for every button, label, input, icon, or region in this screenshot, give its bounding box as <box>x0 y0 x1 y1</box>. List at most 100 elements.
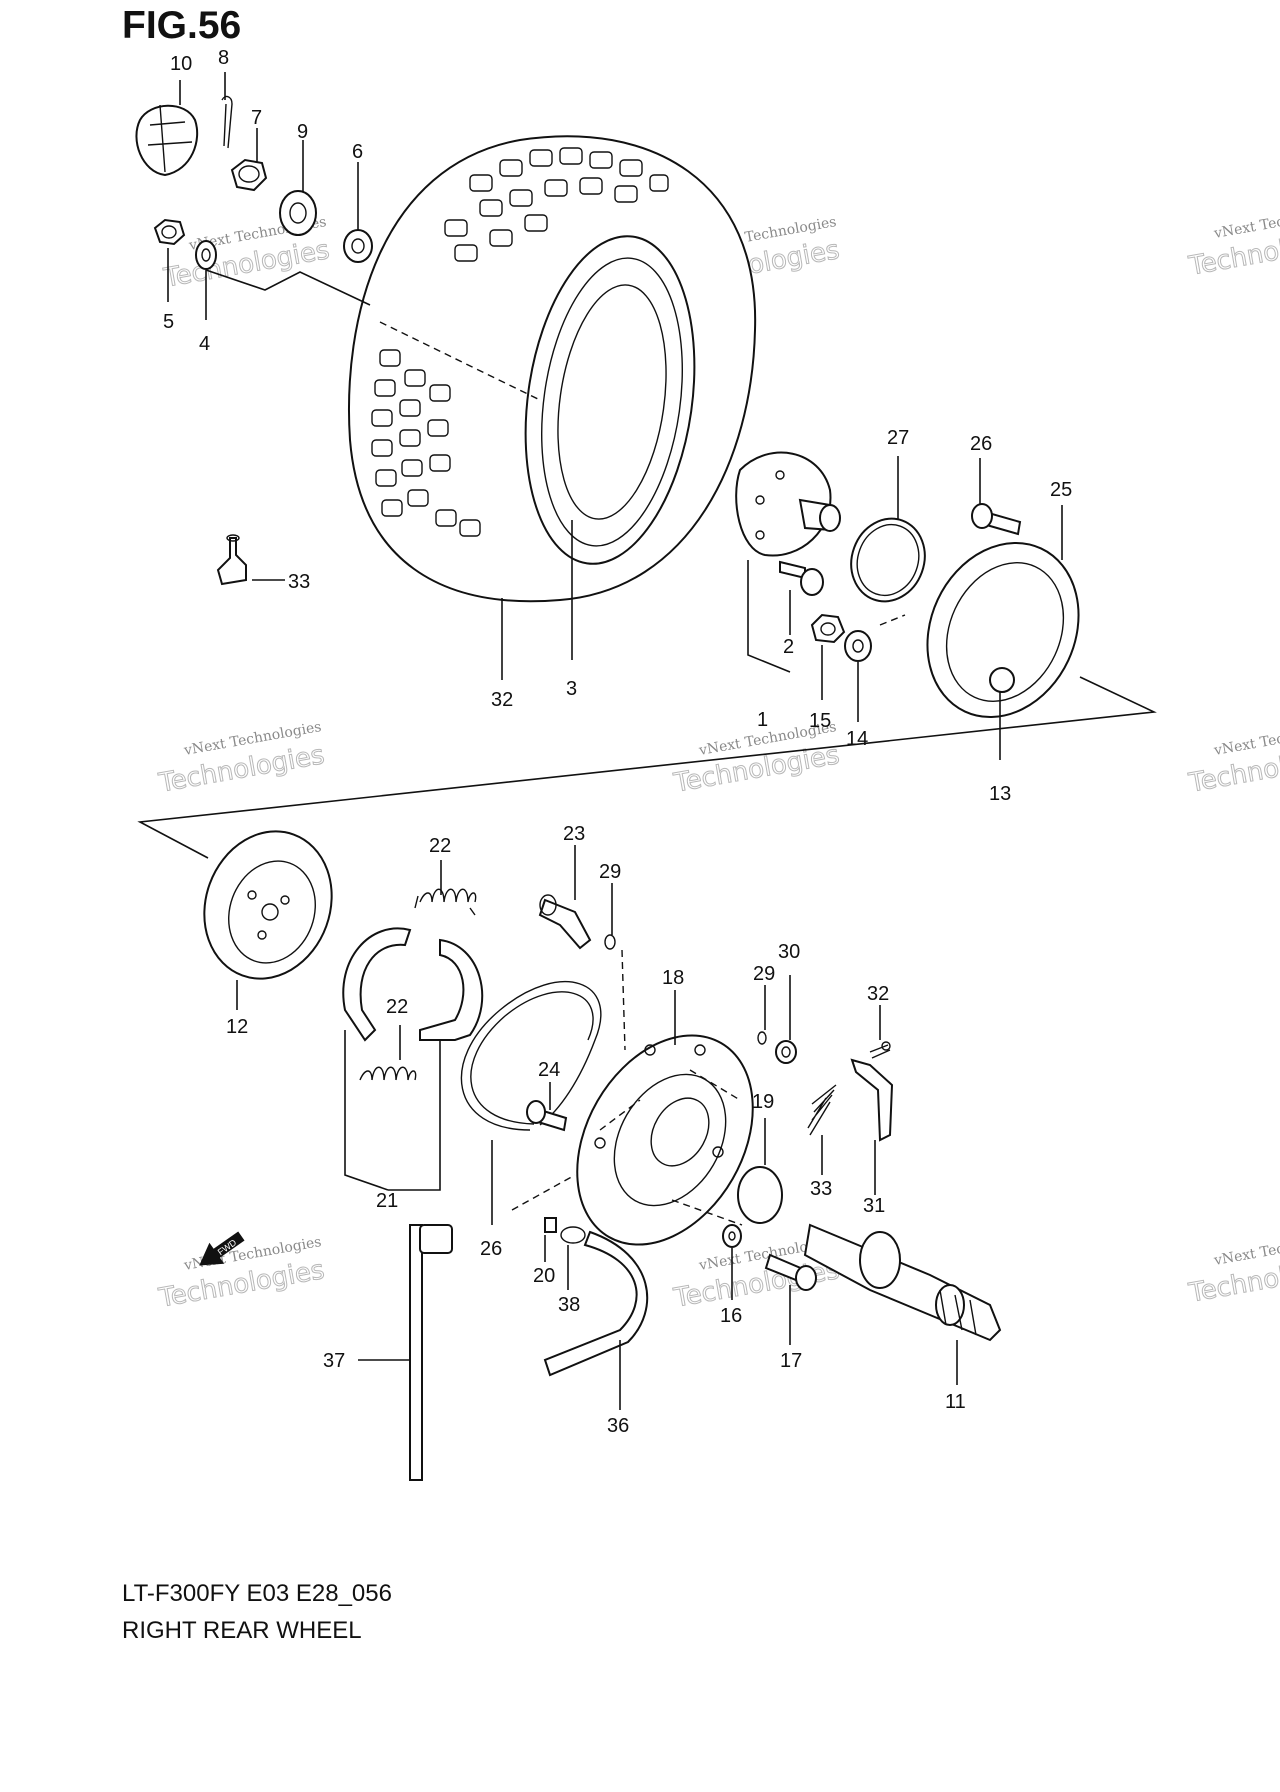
callout-34: 32 <box>491 689 513 711</box>
callout-11: 11 <box>945 1391 966 1413</box>
o-ring-part-29 <box>757 1031 767 1045</box>
callout-10: 10 <box>170 53 192 75</box>
clamp-part-38 <box>560 1226 586 1244</box>
callout-8: 8 <box>218 47 229 69</box>
assembly-dashed-line <box>621 949 626 1051</box>
bolt-part-27 <box>971 503 1022 536</box>
callout-27: 26 <box>970 433 992 455</box>
spring-part-33 <box>807 1084 837 1136</box>
callout-31: 31 <box>863 1195 885 1217</box>
leader-lines-bottom <box>236 845 958 1410</box>
diagram-caption: RIGHT REAR WHEEL <box>122 1617 362 1644</box>
brake-cam-part-23 <box>538 894 592 950</box>
watermark: vNext Technologies Technologies <box>156 719 328 799</box>
cable-tie-part-37 <box>409 1224 453 1481</box>
callout-22: 22 <box>386 996 408 1018</box>
callout-18: 18 <box>662 967 684 989</box>
callout-38: 38 <box>558 1294 580 1316</box>
watermark: vNext Technologies Technologies <box>156 1234 328 1314</box>
brake-panel-part-18 <box>576 1034 754 1246</box>
callout-29: 29 <box>753 963 775 985</box>
callout-26: 25 <box>1050 479 1072 501</box>
o-ring-part-28 <box>850 517 926 603</box>
brake-shoe-part-21 <box>342 927 484 1042</box>
watermark: vNext Technologies Technologies <box>1186 719 1280 799</box>
castle-nut-part-7 <box>230 158 268 192</box>
callout-13: 13 <box>989 783 1011 805</box>
callout-labels: 10 8 7 9 6 5 4 33 32 3 27 26 25 2 1 15 1… <box>163 47 1072 1437</box>
bolt-part-2 <box>779 560 824 596</box>
washer-part-4 <box>195 240 217 270</box>
o-ring-part-29 <box>604 934 616 950</box>
watermark-text: vNext Technologies <box>1212 202 1280 242</box>
callout-33: 33 <box>810 1178 832 1200</box>
callout-4: 4 <box>199 333 210 355</box>
callout-19: 19 <box>752 1091 774 1113</box>
washer-part-6 <box>343 229 373 263</box>
callout-5: 5 <box>163 311 174 333</box>
watermark-text: vNext Technologies <box>1212 1229 1280 1269</box>
callout-1: 1 <box>757 709 768 731</box>
circlip-part-25 <box>460 980 602 1131</box>
callout-3: 3 <box>566 678 577 700</box>
bolt-part-17 <box>764 1253 817 1291</box>
callout-17: 17 <box>780 1350 802 1372</box>
hub-part-1 <box>735 451 841 557</box>
watermark-text: vNext Technologies <box>1212 719 1280 759</box>
nut-part-15 <box>810 613 846 644</box>
washer-part-14 <box>844 630 872 662</box>
callout-30: 30 <box>778 941 800 963</box>
callout-22: 22 <box>429 835 451 857</box>
pin-part-20 <box>544 1217 557 1233</box>
hub-cap-part-10 <box>135 104 199 177</box>
brake-drum-part-12 <box>203 830 333 980</box>
cotter-pin-part-8 <box>221 95 233 149</box>
callout-9: 9 <box>297 121 308 143</box>
washer-part-30 <box>775 1040 797 1064</box>
valve-stem-part-35 <box>216 534 247 586</box>
assembly-dashed-line <box>511 1174 576 1211</box>
callout-29: 29 <box>599 861 621 883</box>
callout-7: 7 <box>251 107 262 129</box>
model-code: LT-F300FY E03 E28_056 <box>122 1580 392 1607</box>
leader-lines-top <box>137 72 1157 859</box>
bolt-part-32 <box>869 1041 891 1059</box>
axle-shaft-part-11 <box>803 1223 1002 1342</box>
callout-37: 37 <box>323 1350 345 1372</box>
figure-title: FIG.56 <box>122 4 242 47</box>
callout-24: 24 <box>538 1059 560 1081</box>
washer-part-16 <box>722 1224 742 1248</box>
callout-21: 21 <box>376 1190 398 1212</box>
tire-part-34 <box>348 135 757 603</box>
assembly-dashed-line <box>689 1069 741 1101</box>
callout-36: 36 <box>607 1415 629 1437</box>
assembly-dashed-line <box>599 1099 641 1131</box>
assembly-dashed-line <box>671 1199 743 1226</box>
callout-35: 33 <box>288 571 310 593</box>
watermark: vNext Technologies Technologies <box>1186 202 1280 282</box>
callout-15: 15 <box>809 710 831 732</box>
callout-20: 20 <box>533 1265 555 1287</box>
assembly-dashed-line <box>379 321 541 401</box>
brake-drum-cover-part-26 <box>926 541 1080 719</box>
bolt-part-24 <box>526 1100 568 1132</box>
callout-16: 16 <box>720 1305 742 1327</box>
brake-arm-part-31 <box>850 1058 894 1142</box>
breather-hose-part-36 <box>543 1230 649 1377</box>
callout-32: 32 <box>867 983 889 1005</box>
callout-12: 12 <box>226 1016 248 1038</box>
return-spring-part-22 <box>359 1066 417 1081</box>
callout-2: 2 <box>783 636 794 658</box>
watermark: vNext Technologies Technologies <box>1186 1229 1280 1309</box>
washer-part-9 <box>279 190 317 236</box>
callout-6: 6 <box>352 141 363 163</box>
oil-seal-part-19 <box>737 1166 783 1224</box>
nut-part-5 <box>153 218 186 246</box>
callout-23: 23 <box>563 823 585 845</box>
callout-25: 26 <box>480 1238 502 1260</box>
return-spring-part-22 <box>414 888 477 916</box>
assembly-dashed-line <box>879 614 906 626</box>
callout-14: 14 <box>846 728 868 750</box>
callout-28: 27 <box>887 427 909 449</box>
